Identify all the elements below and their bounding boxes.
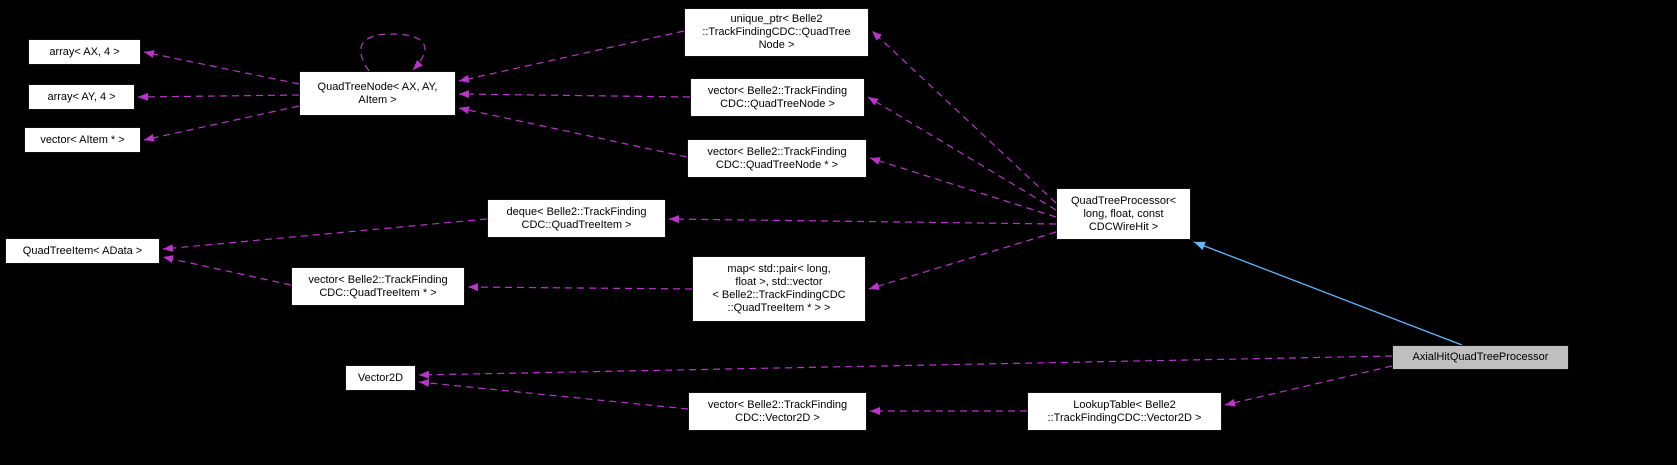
node-vector-vector2d[interactable]: vector< Belle2::TrackFinding CDC::Vector… (688, 392, 867, 431)
edge-inheritance-axial-to-processor (1193, 241, 1463, 346)
edge-uniqueptr-to-quadtreenode (458, 30, 685, 83)
node-uniqueptr-quadtreenode-label: unique_ptr< Belle2 ::TrackFindingCDC::Qu… (702, 13, 851, 51)
node-lookuptable-label: LookupTable< Belle2 ::TrackFindingCDC::V… (1047, 398, 1202, 424)
node-uniqueptr-quadtreenode[interactable]: unique_ptr< Belle2 ::TrackFindingCDC::Qu… (684, 8, 869, 57)
node-quadtreeitem[interactable]: QuadTreeItem< AData > (5, 238, 160, 264)
node-array-ay-label: array< AY, 4 > (47, 90, 116, 103)
node-array-ax-label: array< AX, 4 > (49, 45, 120, 58)
edge-quadtreenode-self-loop (360, 33, 426, 72)
edge-axial-to-vector2d (418, 355, 1393, 379)
edge-processor-to-deque (668, 215, 1057, 225)
node-vector-quadtreeitem-ptr[interactable]: vector< Belle2::TrackFinding CDC::QuadTr… (291, 267, 465, 306)
node-vector2d[interactable]: Vector2D (345, 365, 416, 391)
node-vector-vector2d-label: vector< Belle2::TrackFinding CDC::Vector… (707, 398, 848, 424)
node-array-ax[interactable]: array< AX, 4 > (28, 39, 141, 65)
edge-processor-to-uniqueptr (871, 30, 1057, 204)
node-vector-aitem[interactable]: vector< AItem * > (24, 127, 141, 153)
node-lookuptable[interactable]: LookupTable< Belle2 ::TrackFindingCDC::V… (1027, 392, 1222, 431)
node-vector-quadtreeitem-ptr-label: vector< Belle2::TrackFinding CDC::QuadTr… (308, 273, 448, 299)
node-map-pair-label: map< std::pair< long, float >, std::vect… (712, 263, 846, 314)
node-deque-quadtreeitem-label: deque< Belle2::TrackFinding CDC::QuadTre… (506, 205, 647, 231)
edge-quadtreenode-to-vector-aitem (143, 105, 300, 142)
node-vector-quadtreenode-label: vector< Belle2::TrackFinding CDC::QuadTr… (707, 84, 848, 110)
node-vector-quadtreenode[interactable]: vector< Belle2::TrackFinding CDC::QuadTr… (690, 78, 865, 117)
node-map-pair[interactable]: map< std::pair< long, float >, std::vect… (692, 256, 866, 322)
node-quadtreenode-label: QuadTreeNode< AX, AY, AItem > (317, 80, 438, 106)
node-vector-quadtreenode-ptr[interactable]: vector< Belle2::TrackFinding CDC::QuadTr… (687, 139, 867, 178)
node-quadtreenode[interactable]: QuadTreeNode< AX, AY, AItem > (299, 71, 456, 116)
edge-map-to-vector-quadtreeitem-ptr (467, 283, 693, 292)
node-quadtreeprocessor-label: QuadTreeProcessor< long, float, const CD… (1070, 194, 1177, 233)
node-axialhitquadtreeprocessor[interactable]: AxialHitQuadTreeProcessor (1392, 345, 1569, 370)
node-quadtreeitem-label: QuadTreeItem< AData > (22, 244, 143, 257)
edge-vector-quadtreenode-to-quadtreenode (458, 90, 691, 99)
node-axialhitquadtreeprocessor-label: AxialHitQuadTreeProcessor (1412, 351, 1549, 363)
edge-deque-to-quadtreeitem (162, 218, 488, 253)
node-vector-quadtreenode-ptr-label: vector< Belle2::TrackFinding CDC::QuadTr… (707, 145, 847, 171)
edge-processor-to-vector-quadtreenode-ptr (869, 157, 1057, 218)
edge-quadtreenode-to-array-ay (137, 92, 300, 101)
node-deque-quadtreeitem[interactable]: deque< Belle2::TrackFinding CDC::QuadTre… (487, 199, 666, 238)
edge-vector-vector2d-to-vector2d (418, 379, 689, 410)
edge-vector-quadtreenode-ptr-to-quadtreenode (458, 106, 688, 158)
edge-vector-quadtreeitem-ptr-to-quadtreeitem (162, 255, 292, 286)
node-vector-aitem-label: vector< AItem * > (40, 133, 125, 146)
edge-axial-to-lookuptable (1224, 365, 1393, 407)
edge-quadtreenode-to-array-ax (143, 50, 300, 85)
node-vector2d-label: Vector2D (357, 371, 404, 384)
node-quadtreeprocessor[interactable]: QuadTreeProcessor< long, float, const CD… (1056, 188, 1191, 240)
edge-processor-to-vector-quadtreenode (867, 96, 1057, 211)
edge-processor-to-map (868, 231, 1057, 290)
node-array-ay[interactable]: array< AY, 4 > (28, 84, 135, 110)
